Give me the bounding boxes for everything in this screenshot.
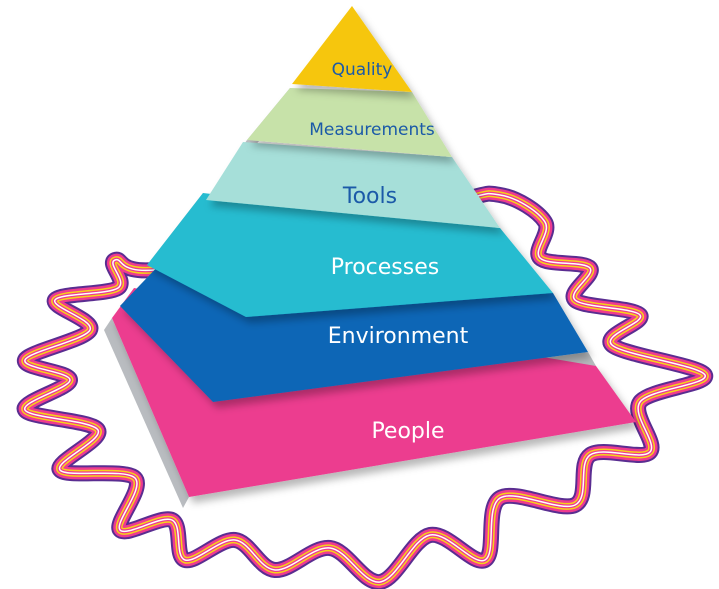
tier-label-processes: Processes [331, 255, 439, 280]
tier-side-people [104, 318, 189, 508]
tier-label-measurements: Measurements [309, 120, 435, 140]
pyramid-labels: Quality Measurements Tools Processes Env… [309, 60, 468, 444]
tier-measurements [247, 88, 452, 157]
tier-label-tools: Tools [342, 184, 397, 209]
tier-label-people: People [371, 419, 444, 444]
tier-processes [147, 193, 553, 317]
tier-quality [292, 6, 412, 92]
tier-label-quality: Quality [332, 60, 393, 80]
tier-label-environment: Environment [328, 324, 469, 349]
swirl-ribbon [17, 185, 713, 589]
tier-tools [206, 142, 500, 228]
ribbon-stroke-5 [24, 192, 706, 583]
pyramid-tiers [112, 6, 636, 497]
